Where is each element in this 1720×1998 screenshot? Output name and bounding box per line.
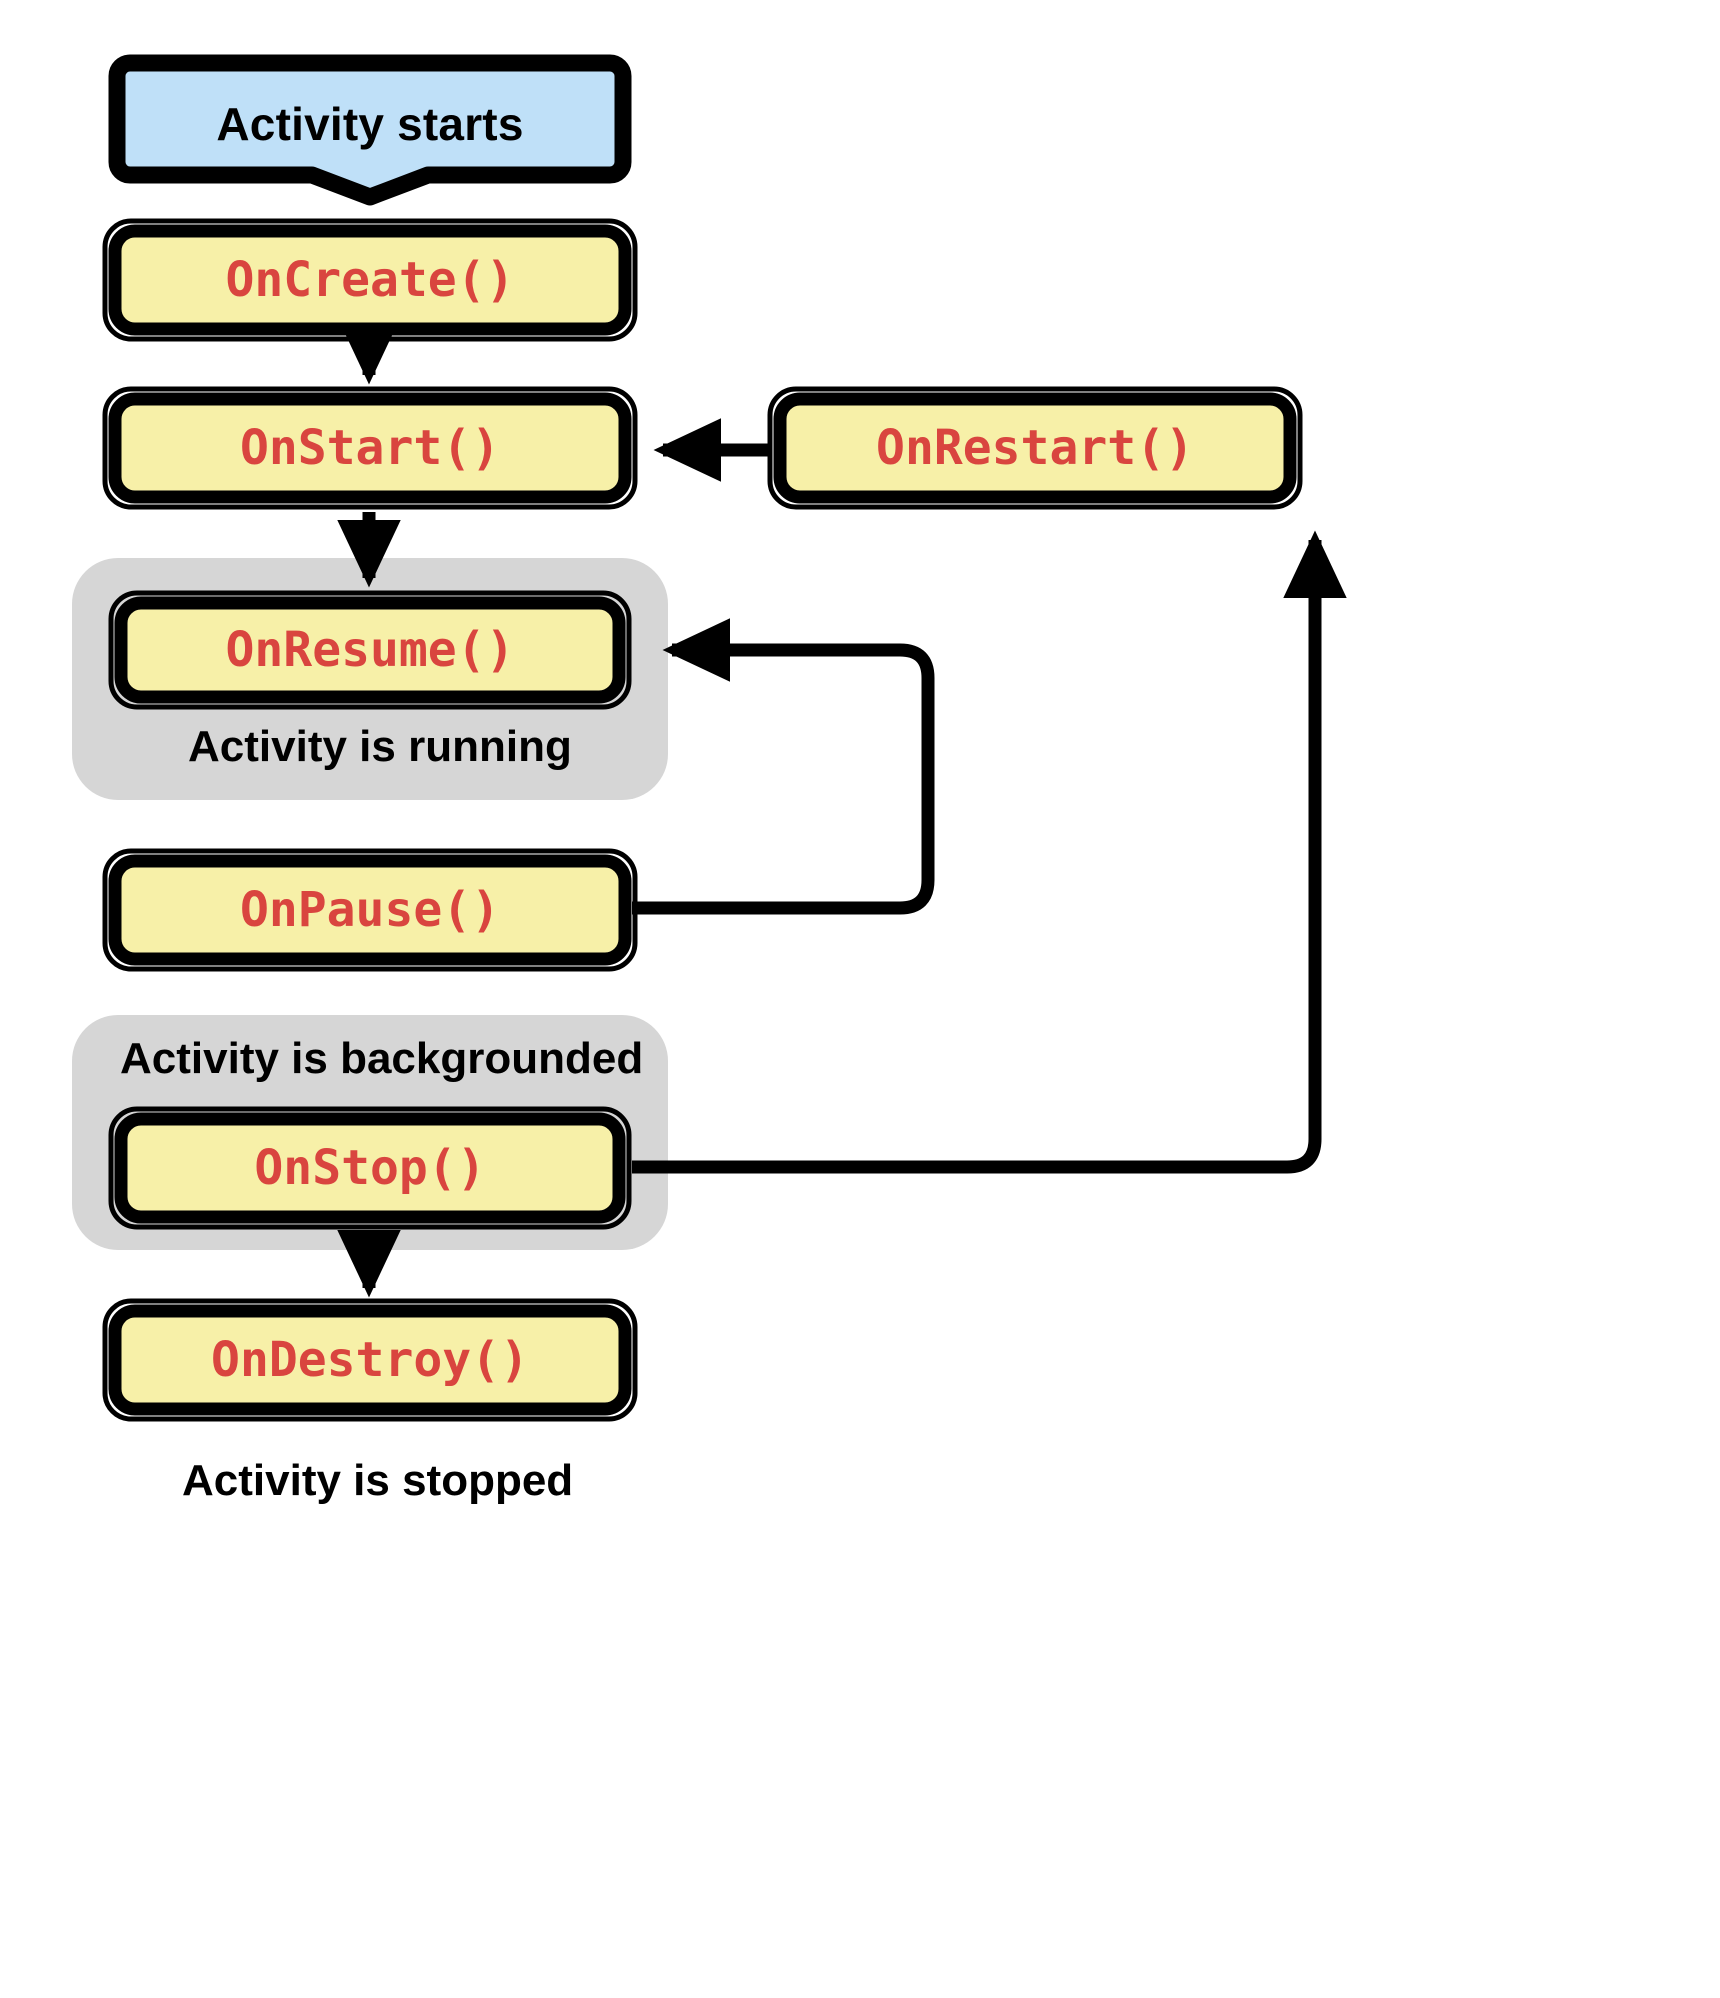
onpause-shape [102,848,638,972]
edge-onpause-to-onresume [632,618,935,915]
ondestroy-shape [102,1298,638,1422]
node-onrestart[interactable]: OnRestart() [765,384,1305,512]
onresume-shape [108,590,632,710]
activity-starts-shape [108,54,632,206]
caption-activity-running: Activity is running [188,722,572,771]
caption-activity-stopped: Activity is stopped [182,1456,574,1505]
caption-activity-backgrounded: Activity is backgrounded [120,1034,644,1083]
edge-onstop-to-onrestart [632,530,1347,1174]
node-activity-starts[interactable]: Activity starts [108,54,632,206]
onstart-shape [102,386,638,510]
onrestart-shape [767,386,1303,510]
node-onstart[interactable]: OnStart() [100,384,640,512]
node-ondestroy[interactable]: OnDestroy() [100,1296,640,1424]
node-onresume[interactable]: OnResume() [106,588,634,712]
oncreate-shape [102,218,638,342]
node-onpause[interactable]: OnPause() [100,846,640,974]
onstop-shape [108,1106,632,1230]
node-oncreate[interactable]: OnCreate() [100,216,640,344]
node-onstop[interactable]: OnStop() [106,1104,634,1232]
